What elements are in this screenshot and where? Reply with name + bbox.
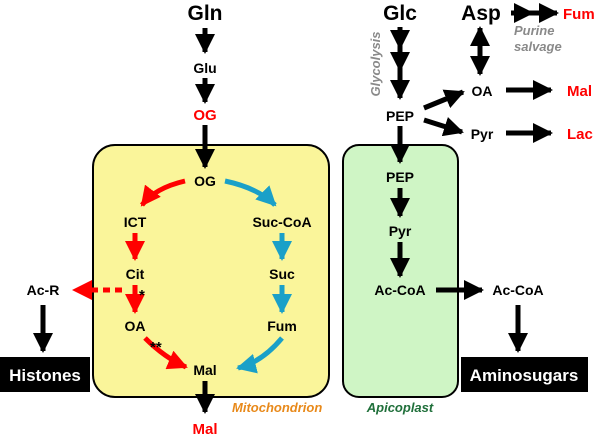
metabolite-og-outer: OG: [193, 107, 216, 124]
mitochondrion-label: Mitochondrion: [232, 400, 322, 415]
significance-star-1: *: [139, 287, 145, 304]
arrow-pep-pyr: [423, 117, 464, 137]
significance-star-2: **: [150, 339, 162, 356]
metabolite-og-mito: OG: [194, 173, 216, 189]
metabolite-pyr-outer: Pyr: [471, 126, 494, 142]
histones-box: [0, 357, 90, 392]
metabolite-ac-r: Ac-R: [27, 282, 60, 298]
aminosugars-box: [461, 357, 588, 392]
metabolite-oa-mito: OA: [125, 318, 146, 334]
arrow-pep-oa: [423, 89, 465, 111]
metabolite-glc: Glc: [383, 2, 417, 25]
metabolite-pep-apico: PEP: [386, 169, 414, 185]
metabolite-lac-out: Lac: [567, 126, 593, 143]
metabolite-suc-coa: Suc-CoA: [252, 214, 311, 230]
metabolite-mal-mito: Mal: [193, 362, 216, 378]
aminosugars-label: Aminosugars: [470, 366, 579, 385]
purine-note: Purine: [514, 23, 554, 38]
metabolite-acoa-apico: Ac-CoA: [374, 282, 425, 298]
arrow-og-succoa: [224, 178, 277, 207]
arrow-fum-mal-mito: [236, 336, 284, 374]
salvage-note: salvage: [514, 39, 562, 54]
metabolite-pyr-apico: Pyr: [389, 223, 412, 239]
glycolysis-note: Glycolysis: [368, 31, 383, 96]
apicoplast-label: Apicoplast: [366, 400, 434, 415]
metabolite-asp: Asp: [461, 2, 501, 25]
histones-label: Histones: [9, 366, 81, 385]
metabolite-fum-out: Fum: [563, 6, 595, 23]
metabolite-ict: ICT: [124, 214, 147, 230]
metabolite-acoa-right: Ac-CoA: [492, 282, 543, 298]
metabolite-oa-outer: OA: [472, 83, 493, 99]
metabolite-mal-bottom: Mal: [192, 421, 217, 438]
metabolite-suc: Suc: [269, 266, 295, 282]
metabolite-fum-mito: Fum: [267, 318, 297, 334]
metabolite-pep-outer: PEP: [386, 108, 414, 124]
metabolite-mal-out-top: Mal: [567, 83, 592, 100]
arrow-og-ict: [140, 178, 186, 207]
metabolite-glu: Glu: [193, 60, 216, 76]
arrow-oa-mal-mito: [143, 336, 188, 370]
metabolite-cit: Cit: [126, 266, 145, 282]
metabolite-gln: Gln: [188, 2, 223, 25]
